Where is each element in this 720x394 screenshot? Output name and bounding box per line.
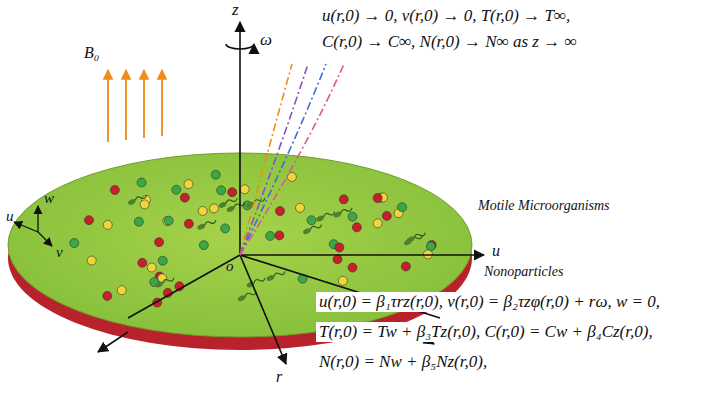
axis-label: u [492,242,500,260]
boundary-condition: u(r,0) = β₁τrz(r,0), v(r,0) = β₂τzφ(r,0)… [316,292,663,312]
boundary-condition: C(r,0) → C∞, N(r,0) → N∞ as z → ∞ [322,32,577,52]
axis-label: v [56,244,63,261]
magnetic-field-arrows [108,70,162,142]
coordinate-triad [14,206,52,246]
axis-label: r [276,368,282,386]
part-label: Nonoparticles [484,264,563,280]
boundary-condition: N(r,0) = Nw + β₅Nz(r,0), [316,352,490,372]
rotation-label: ω [260,30,272,50]
axis-label: w [44,190,54,207]
field-label: B₀ [84,44,99,62]
boundary-condition: T(r,0) = Tw + β₃Tz(r,0), C(r,0) = Cw + β… [316,322,656,342]
axis-label: u [6,208,14,225]
axis-label: z [232,0,239,20]
origin-label: o [226,258,234,275]
axes [98,22,484,364]
microorganisms [127,193,426,302]
boundary-condition: u(r,0) → 0, v(r,0) → 0, T(r,0) → T∞, [322,6,570,26]
part-label: Motile Microorganisms [478,198,610,214]
flow-streamlines [240,64,344,255]
